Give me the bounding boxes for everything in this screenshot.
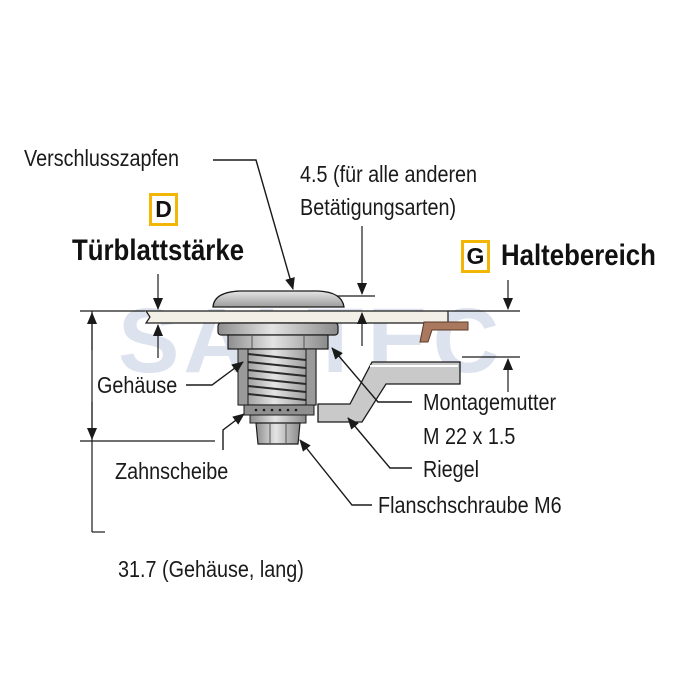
badge-d: D [149, 193, 178, 226]
label-gehaeuse: Gehäuse [97, 372, 178, 398]
badge-g: G [461, 240, 490, 273]
dimension-arrows [87, 226, 513, 440]
label-dimension-4-5-note: Betätigungsarten) [300, 194, 457, 220]
lock-housing [212, 290, 345, 445]
label-verschlusszapfen: Verschlusszapfen [24, 145, 180, 171]
label-zahnscheibe: Zahnscheibe [115, 458, 229, 484]
label-dimension-31-7: 31.7 (Gehäuse, lang) [118, 556, 304, 582]
leader-lines [186, 159, 412, 506]
label-montagemutter-size: M 22 x 1.5 [423, 423, 516, 449]
label-flanschschraube: Flanschschraube M6 [378, 492, 562, 518]
heading-haltebereich: Haltebereich [501, 239, 656, 272]
cam-bolt [317, 321, 469, 423]
label-montagemutter: Montagemutter [423, 389, 557, 415]
heading-tuerblattstaerke: Türblattstärke [72, 234, 245, 267]
label-dimension-4-5: 4.5 (für alle anderen [300, 161, 478, 187]
label-riegel: Riegel [423, 456, 480, 482]
door-panel [144, 310, 449, 324]
